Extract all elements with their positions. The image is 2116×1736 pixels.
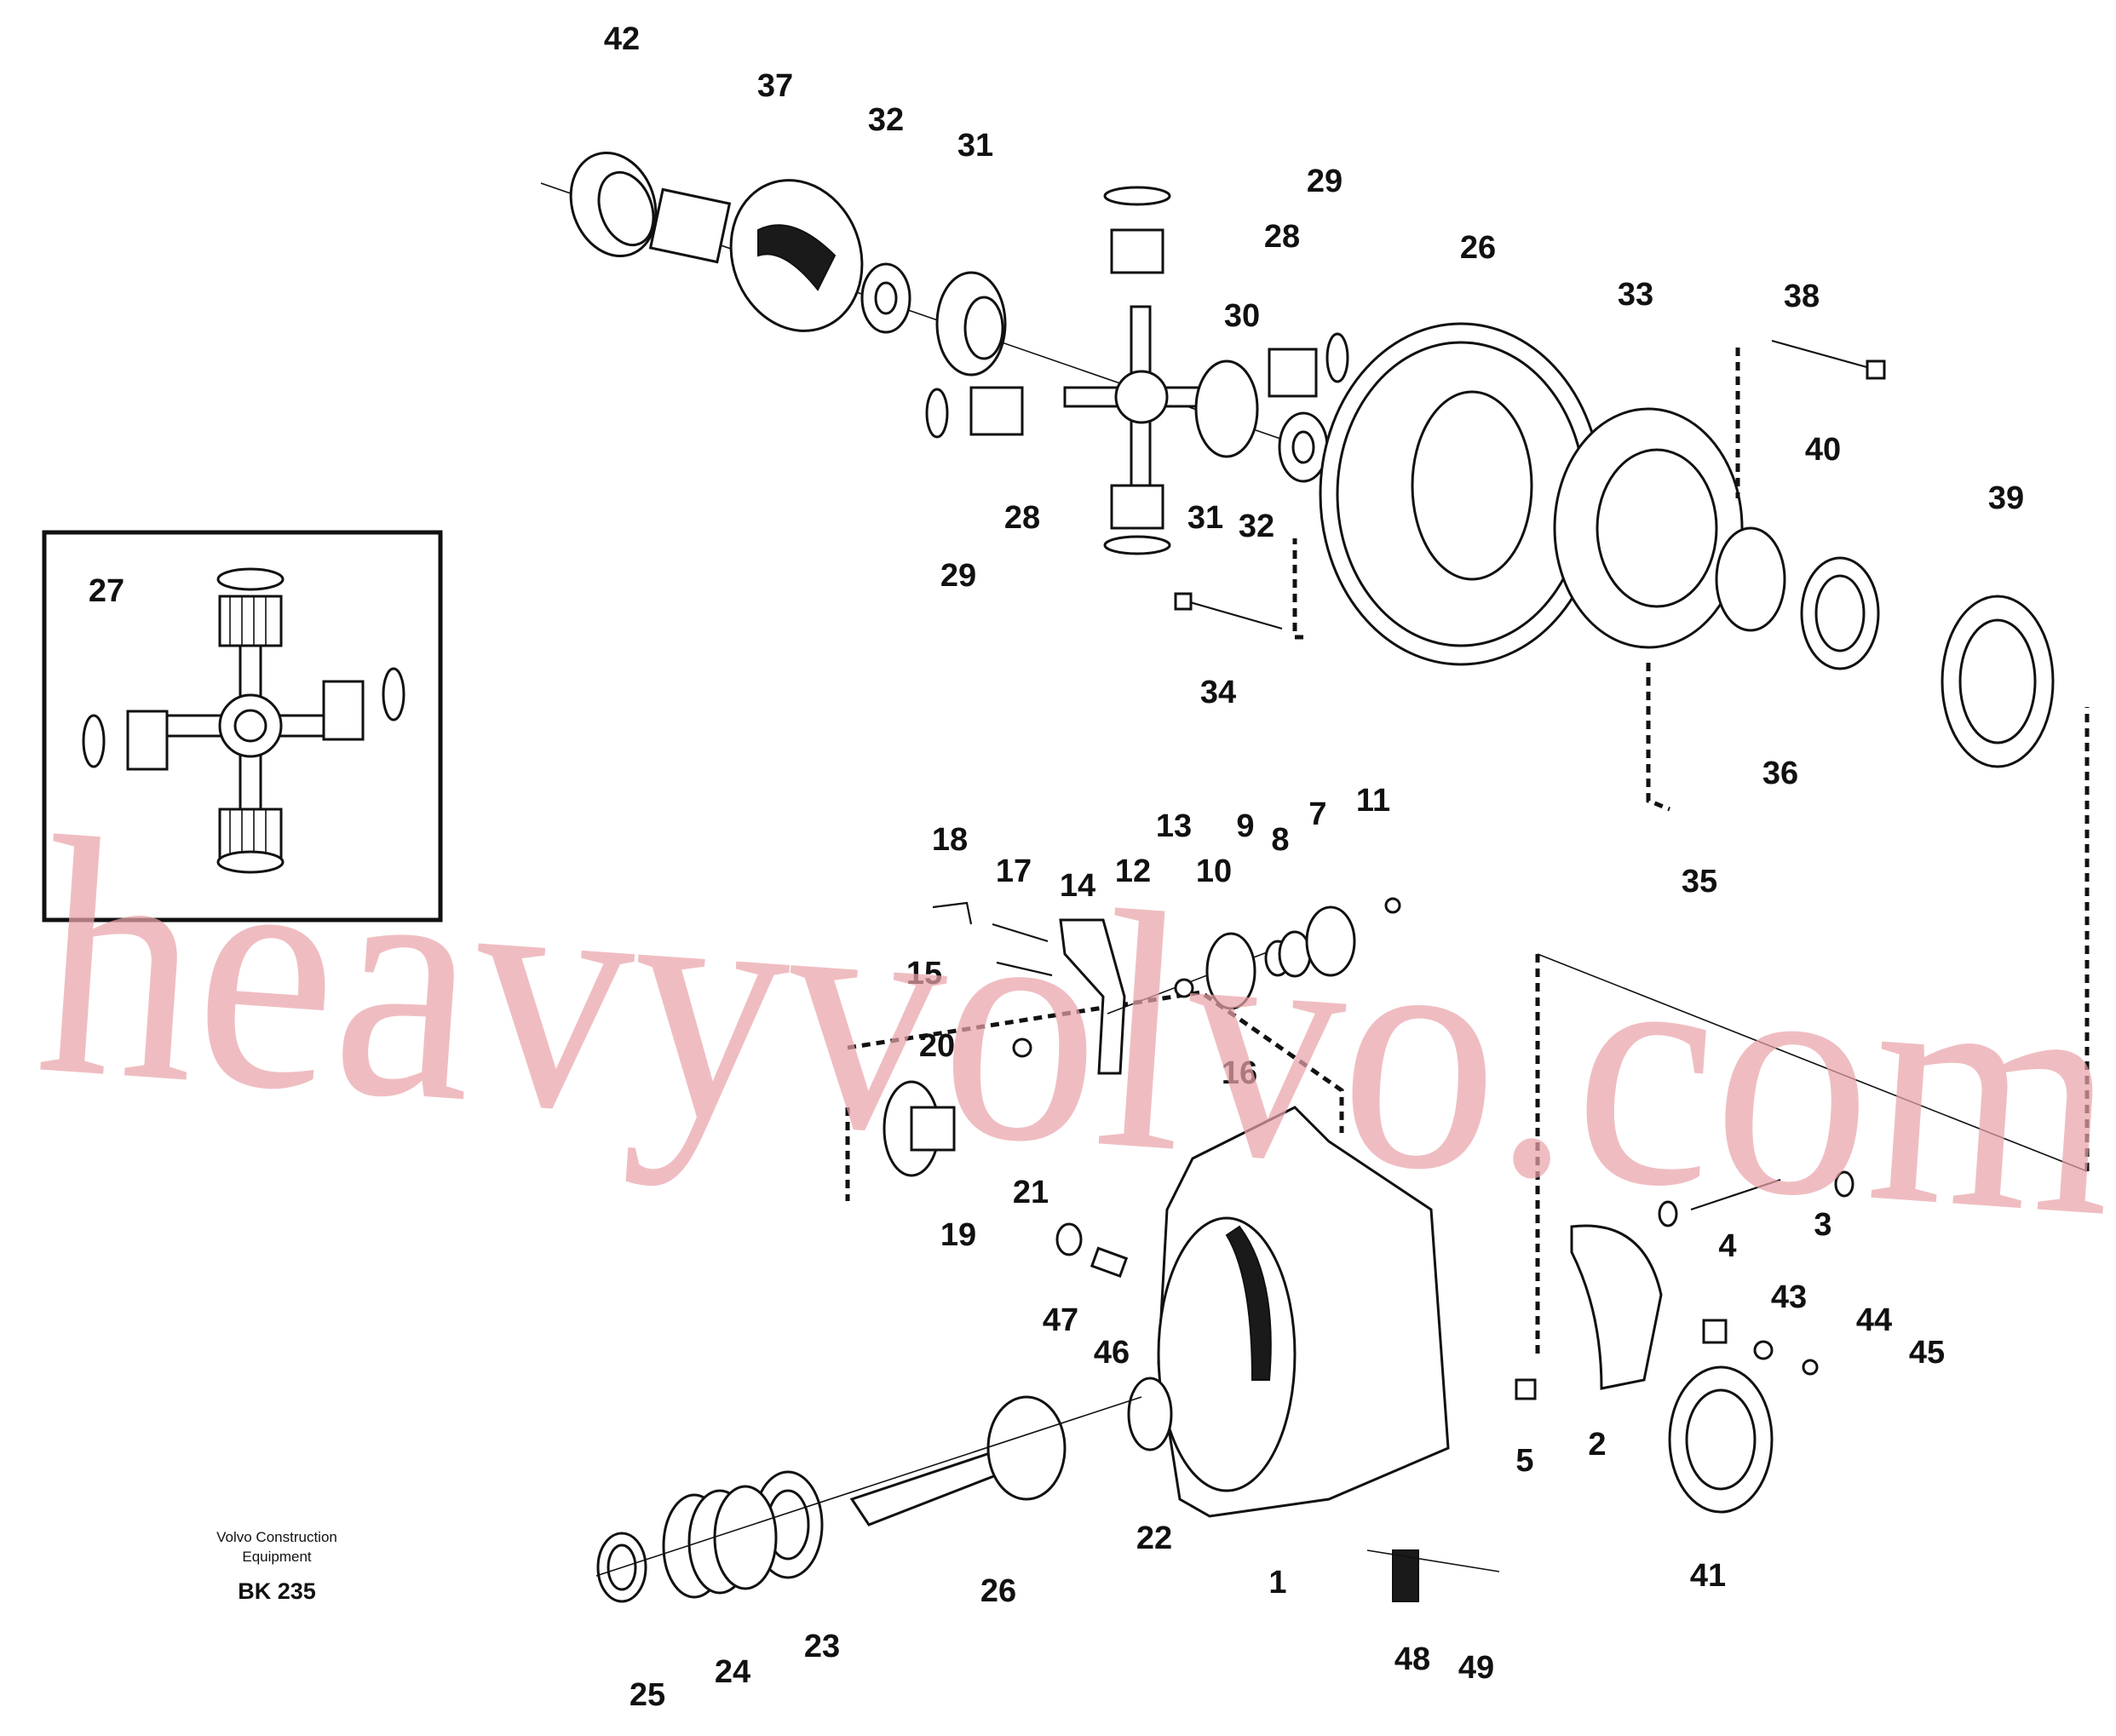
callout-1: 1	[1268, 1565, 1286, 1601]
callout-28: 28	[1264, 219, 1300, 255]
callout-26: 26	[1460, 230, 1496, 266]
callout-3: 3	[1814, 1207, 1831, 1243]
callout-13: 13	[1156, 808, 1192, 844]
callout-35: 35	[1682, 864, 1717, 900]
callout-23: 23	[804, 1629, 840, 1664]
callout-31b: 31	[1187, 500, 1223, 536]
callout-15: 15	[906, 956, 942, 992]
callout-18: 18	[932, 822, 968, 858]
callout-26b: 26	[980, 1573, 1016, 1609]
callout-17: 17	[996, 854, 1032, 889]
callout-22: 22	[1136, 1520, 1172, 1556]
callout-29b: 29	[940, 558, 976, 594]
callout-43: 43	[1771, 1279, 1807, 1315]
callout-48: 48	[1394, 1641, 1430, 1677]
callout-45: 45	[1909, 1335, 1945, 1371]
callout-16: 16	[1222, 1055, 1257, 1091]
callout-41: 41	[1690, 1558, 1726, 1594]
callout-38: 38	[1784, 279, 1820, 314]
callout-14: 14	[1060, 868, 1095, 904]
maker-line-2: Equipment	[242, 1549, 312, 1565]
callout-4: 4	[1718, 1228, 1736, 1264]
watermark-text: heavyvolvo.com	[29, 767, 2116, 1289]
callout-5: 5	[1515, 1443, 1533, 1479]
callout-7: 7	[1308, 796, 1326, 832]
callout-9: 9	[1236, 808, 1254, 844]
callout-10: 10	[1196, 854, 1232, 889]
callout-44: 44	[1856, 1302, 1892, 1338]
inset-box: 27	[42, 530, 443, 923]
upper-assembly	[540, 151, 2055, 812]
callout-32: 32	[868, 102, 904, 138]
maker-line-1: Volvo Construction	[216, 1529, 337, 1545]
callout-36: 36	[1762, 756, 1798, 791]
footer-caption: Volvo Construction Equipment BK 235	[216, 1529, 337, 1604]
callout-32b: 32	[1239, 509, 1274, 544]
callout-49: 49	[1458, 1650, 1494, 1686]
callout-39: 39	[1988, 480, 2024, 516]
callout-11: 11	[1356, 783, 1390, 819]
callout-37: 37	[757, 68, 793, 104]
callout-19: 19	[940, 1217, 976, 1253]
callout-12: 12	[1115, 854, 1151, 889]
callout-47: 47	[1043, 1302, 1078, 1338]
callout-34: 34	[1200, 675, 1236, 710]
callout-40: 40	[1805, 432, 1841, 468]
shift-mechanism	[845, 897, 1401, 1201]
callout-20: 20	[919, 1028, 955, 1064]
callout-8: 8	[1271, 822, 1289, 858]
callout-28b: 28	[1004, 500, 1040, 536]
callout-27: 27	[89, 573, 124, 609]
callout-42: 42	[604, 21, 640, 57]
callout-21: 21	[1013, 1175, 1049, 1210]
callout-30: 30	[1224, 298, 1260, 334]
callout-2: 2	[1588, 1427, 1606, 1463]
callout-33: 33	[1618, 277, 1653, 313]
callout-25: 25	[630, 1677, 665, 1713]
diagram-code: BK 235	[238, 1578, 316, 1604]
callout-29: 29	[1307, 164, 1343, 199]
lower-assembly	[595, 707, 2090, 1603]
callout-24: 24	[715, 1654, 750, 1690]
callout-46: 46	[1094, 1335, 1130, 1371]
callout-31: 31	[957, 128, 993, 164]
callouts: 42 37 32 31 29 28 30 26 33 38 31 32 28 2…	[604, 21, 2024, 1713]
